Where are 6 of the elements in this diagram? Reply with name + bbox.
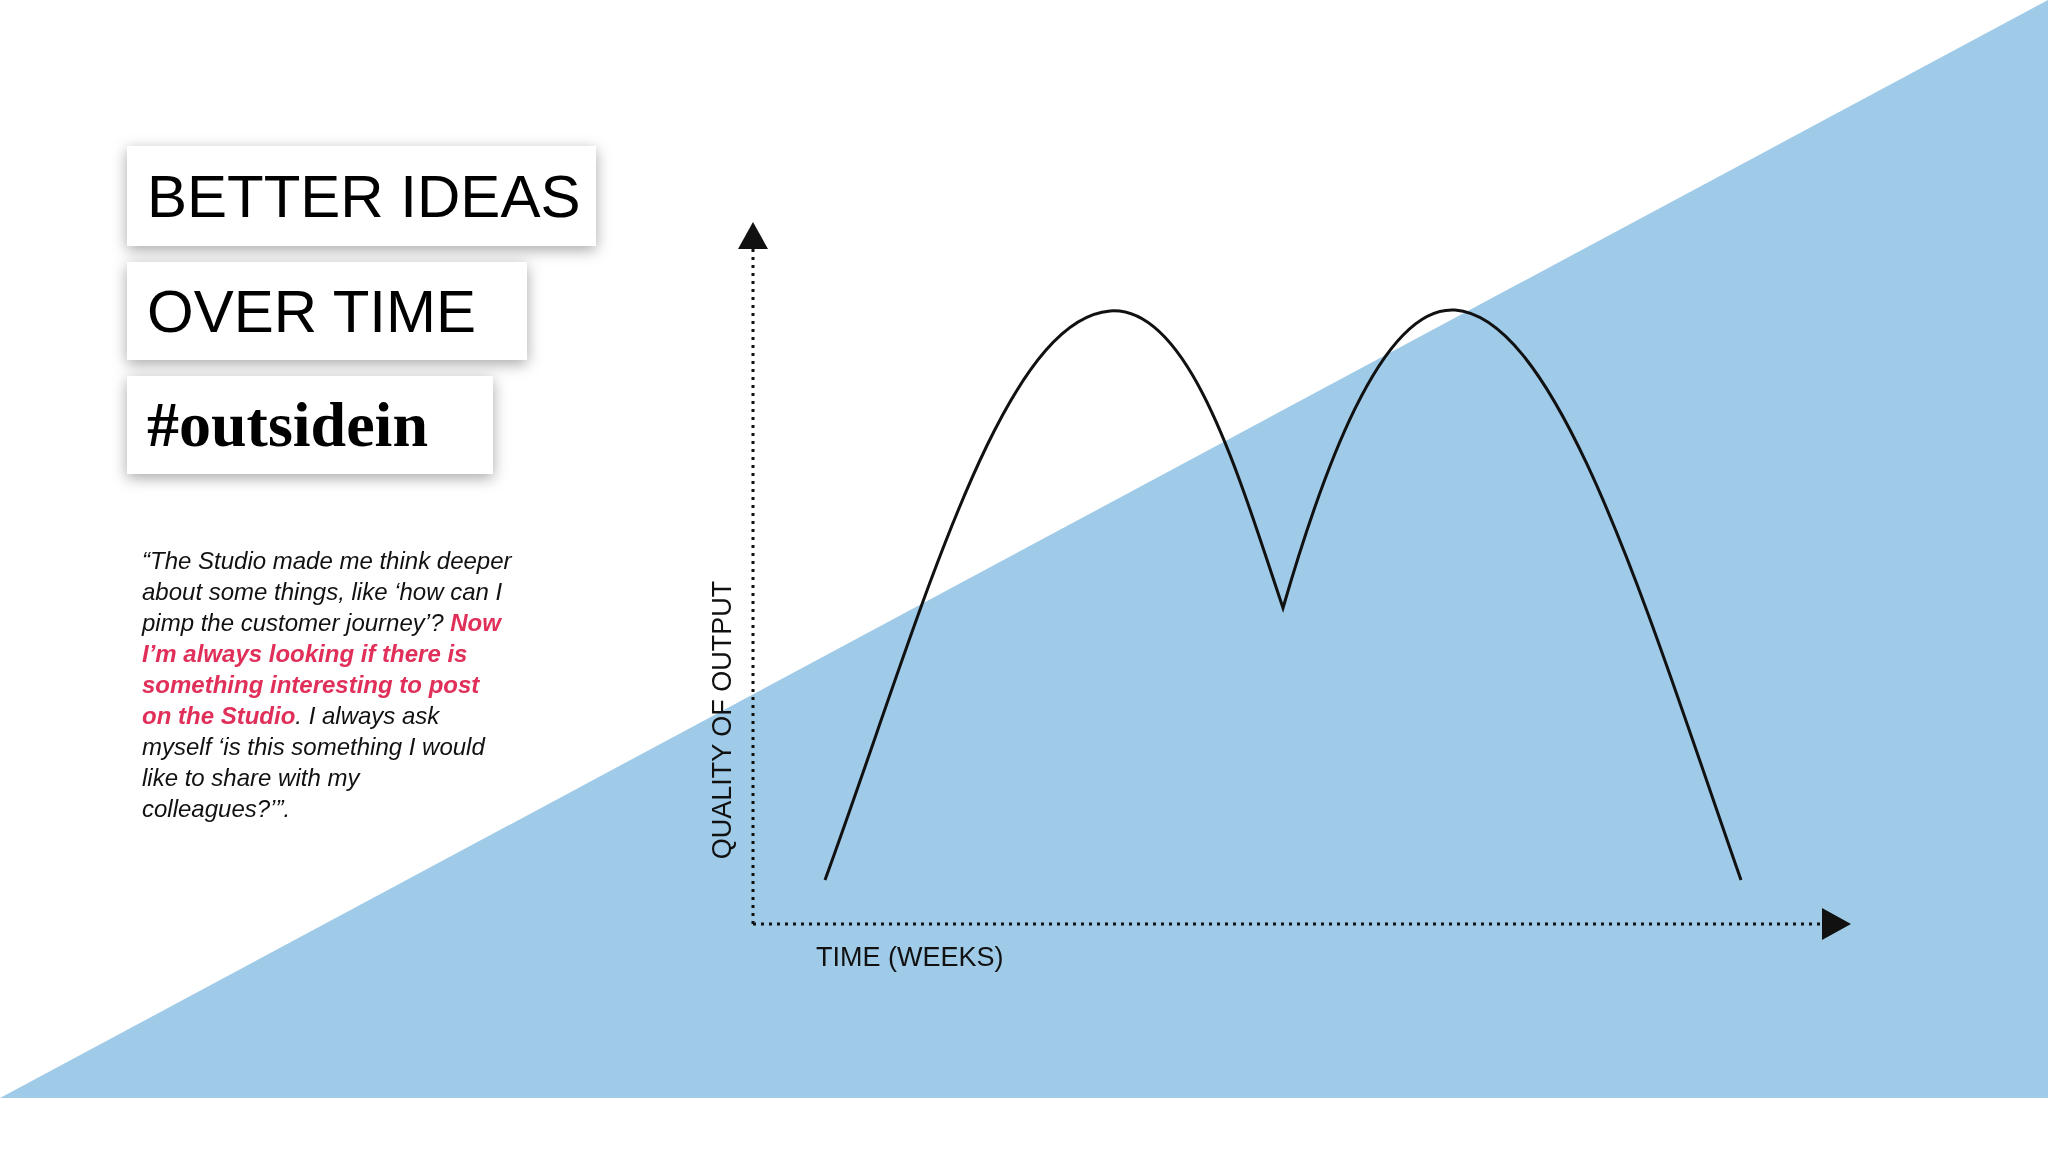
hashtag-card: #outsidein bbox=[127, 376, 493, 474]
quote-text: “The Studio made me think deeper about some things, like ‘how can I pimp the customer journey’? Now I’m always looking if there is something interesting to post on the Studio. I always ask myself ‘is this something I would like to share with my colleagues?’”. bbox=[142, 546, 512, 824]
title-card: OVER TIME bbox=[127, 262, 527, 360]
axis-label: QUALITY OF OUTPUT bbox=[706, 580, 738, 860]
title-card: BETTER IDEAS bbox=[127, 146, 596, 246]
axis-label: TIME (WEEKS) bbox=[816, 942, 1004, 973]
